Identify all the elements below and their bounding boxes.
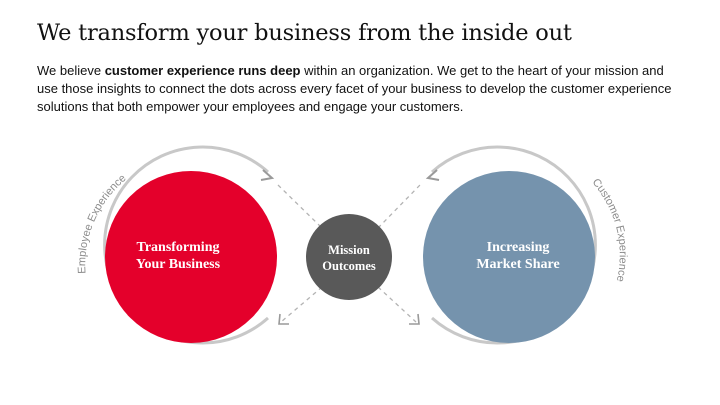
market-share-circle [423, 171, 595, 343]
connector-left-top [277, 184, 323, 229]
slide-title: We transform your business from the insi… [37, 20, 572, 46]
center-circle-label-line1: Mission [328, 243, 370, 257]
mission-outcomes-circle [306, 214, 392, 300]
employee-experience-ring [103, 145, 269, 345]
intro-text-end: within an organization. We get to the he… [37, 63, 672, 114]
center-circle-label-line2: Outcomes [322, 259, 376, 273]
arrow-bottom-right-icon [409, 313, 420, 325]
right-circle-label-line2: Market Share [476, 257, 559, 272]
intro-text-emphasis: customer experience runs deep [104, 63, 301, 78]
left-circle-label-line1: Transforming [137, 240, 220, 255]
right-ring-arrow-icon [425, 169, 440, 181]
transforming-business-circle [105, 171, 277, 343]
intro-text-start: We believe [37, 63, 105, 78]
intro-paragraph: We believe customer experience runs deep… [37, 62, 687, 116]
connector-right-bottom [377, 286, 417, 323]
arrow-bottom-left-icon [278, 313, 289, 325]
connector-right-top [377, 184, 421, 229]
customer-experience-ring [431, 145, 597, 345]
left-circle-label-line2: Your Business [136, 257, 221, 272]
connector-left-bottom [280, 286, 323, 323]
right-circle-label-line1: Increasing [487, 240, 550, 255]
left-ring-arrow-icon [260, 169, 275, 181]
